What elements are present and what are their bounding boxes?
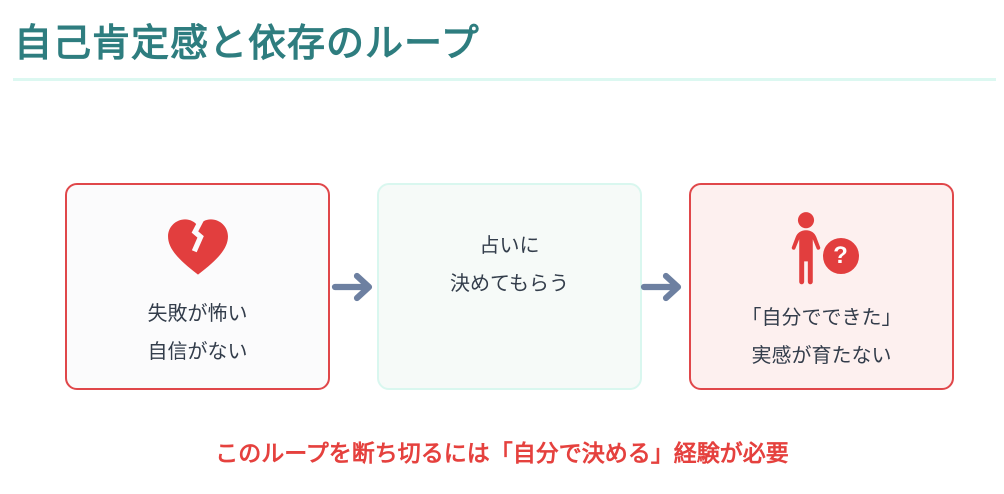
flow-box-no-self-efficacy: ? 「自分でできた」 実感が育たない (689, 183, 954, 390)
footer-message: このループを断ち切るには「自分で決める」経験が必要 (215, 440, 789, 466)
flow-box-fortune-line: 占いに (479, 234, 540, 257)
flow-box-fear-line: 失敗が怖い (147, 303, 248, 325)
question-mark-icon: ? (819, 234, 862, 277)
flow-box-result-line: 「自分でできた」 (741, 306, 902, 329)
person-question-icon: ? (784, 211, 862, 291)
flow-box-fear-line: 自信がない (147, 341, 248, 363)
arrow-right-icon (331, 267, 377, 307)
flow-box-result-content: ? 「自分でできた」 実感が育たない (742, 211, 902, 375)
flow-box-fear-content: 失敗が怖い 自信がない (148, 214, 248, 371)
title-divider (13, 78, 996, 81)
flow-box-fortune-content: 占いに 決めてもらう (450, 227, 569, 303)
flow-box-result-line: 実感が育たない (751, 344, 892, 367)
flow-box-fortune-line: 決めてもらう (450, 272, 569, 295)
person-icon (791, 211, 820, 284)
flow-box-fear: 失敗が怖い 自信がない (65, 183, 330, 390)
page-title: 自己肯定感と依存のループ (14, 23, 480, 65)
arrow-right-icon (640, 267, 686, 307)
broken-heart-icon (163, 214, 233, 283)
flow-box-fortune-telling: 占いに 決めてもらう (377, 183, 642, 390)
